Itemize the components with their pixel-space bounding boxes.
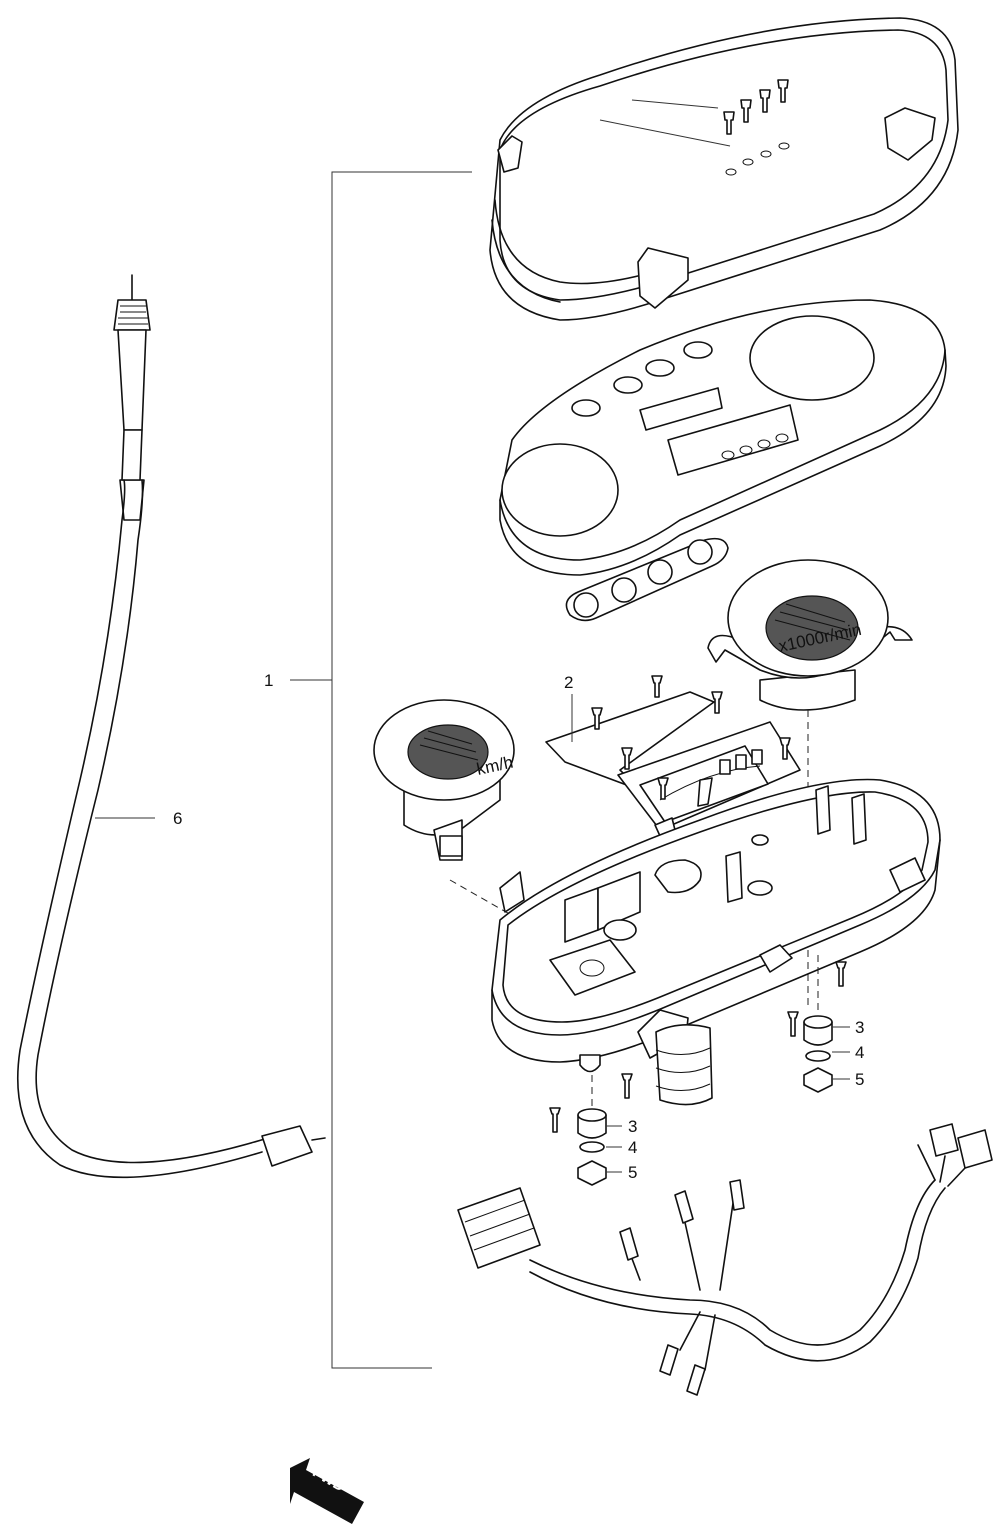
callout-5-right: 5 bbox=[855, 1070, 864, 1089]
callout-3-right: 3 bbox=[855, 1018, 864, 1037]
callout-6: 6 bbox=[173, 809, 182, 828]
callout-1: 1 bbox=[264, 671, 273, 690]
circuit-board bbox=[545, 675, 801, 837]
lower-housing bbox=[491, 778, 941, 1073]
top-cover bbox=[489, 17, 959, 321]
callout-2: 2 bbox=[564, 673, 573, 692]
fastener-stack-right bbox=[787, 955, 850, 1093]
socket-connector bbox=[655, 1024, 713, 1106]
callouts: 1 2 3 4 5 3 4 5 6 bbox=[173, 671, 864, 1182]
callout-4-right: 4 bbox=[855, 1043, 864, 1062]
callout-3-left: 3 bbox=[628, 1117, 637, 1136]
fastener-stack-left bbox=[549, 1073, 633, 1186]
tachometer-dial-face bbox=[765, 595, 859, 661]
lamp-holder-strip bbox=[565, 537, 729, 622]
callout-5-left: 5 bbox=[628, 1163, 637, 1182]
wiring-harness bbox=[457, 1123, 993, 1396]
cover-screws bbox=[599, 79, 790, 176]
assembly-bracket bbox=[290, 171, 472, 1369]
callout-4-left: 4 bbox=[628, 1138, 637, 1157]
speedometer-cable bbox=[16, 274, 326, 1179]
tachometer: x1000r/min bbox=[707, 559, 913, 1010]
faceplate bbox=[499, 299, 947, 576]
fwd-direction-arrow: FWD bbox=[290, 1458, 364, 1524]
board-screws bbox=[591, 675, 791, 800]
